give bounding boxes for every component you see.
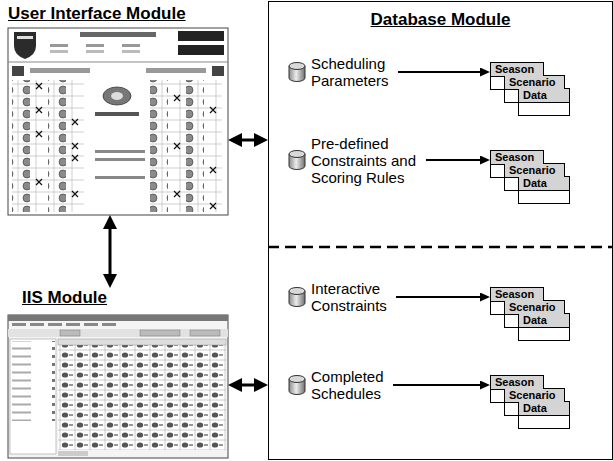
header-bar xyxy=(30,68,90,73)
table-window: Data xyxy=(518,313,570,341)
table-window: Data xyxy=(518,401,570,429)
data-store: Completed Schedules xyxy=(287,368,393,402)
ui-screenshot xyxy=(8,28,228,215)
league-shield xyxy=(14,32,36,59)
logo-column xyxy=(12,80,30,212)
connector-arrow xyxy=(396,296,480,298)
data-store: Scheduling Parameters xyxy=(287,55,398,89)
table-name: Scenario xyxy=(505,76,564,90)
header-bar xyxy=(122,50,140,53)
team-logo xyxy=(103,87,131,105)
x-marks xyxy=(36,83,216,209)
header-bar xyxy=(50,44,68,47)
screen-button xyxy=(178,31,224,41)
module-box: IIS Module xyxy=(8,288,228,458)
table-name: Season xyxy=(491,376,543,390)
connector-arrow xyxy=(393,384,480,386)
title-bar xyxy=(8,315,228,321)
data-store: Interactive Constraints xyxy=(287,280,396,314)
database-icon xyxy=(287,61,307,83)
panel-title: Database Module xyxy=(269,10,612,30)
database-icon xyxy=(287,374,307,396)
tree-panel xyxy=(10,339,56,454)
table-name: Data xyxy=(519,89,569,103)
table-name: Data xyxy=(519,177,569,191)
cylinder-top xyxy=(289,151,305,158)
logo-column xyxy=(48,80,66,212)
toolbar-box xyxy=(60,330,80,336)
header-bar xyxy=(95,176,145,179)
connector-arrow xyxy=(398,71,480,73)
menu-item xyxy=(30,323,44,326)
header-bar xyxy=(95,150,145,153)
database-panel: Database ModuleScheduling ParametersSeas… xyxy=(268,1,613,460)
module-box: User Interface Module xyxy=(8,4,228,215)
dashed-divider xyxy=(268,246,612,249)
store-label: Completed Schedules xyxy=(287,368,385,402)
screen-badge xyxy=(212,66,224,76)
schedule-grid xyxy=(58,339,226,450)
toolbar-box xyxy=(140,330,180,336)
menu-item xyxy=(66,323,80,326)
header-bar xyxy=(122,44,140,47)
separator xyxy=(8,62,228,63)
mark-column xyxy=(204,80,222,212)
header-bar xyxy=(86,50,104,53)
header-bar xyxy=(50,50,68,53)
header-bar xyxy=(80,32,156,37)
store-label: Interactive Constraints xyxy=(287,280,388,314)
tree-items xyxy=(12,341,56,421)
grid-header xyxy=(58,339,226,345)
table-name: Season xyxy=(491,288,543,302)
header-bar xyxy=(95,158,145,161)
screen-frame xyxy=(8,315,228,458)
mark-column xyxy=(30,80,48,212)
table-name: Scenario xyxy=(505,389,564,403)
menu-item xyxy=(84,323,98,326)
cylinder-top xyxy=(289,288,305,295)
team-logo xyxy=(111,92,123,100)
table-window: Data xyxy=(518,176,570,204)
table-name: Season xyxy=(491,151,543,165)
table-name: Scenario xyxy=(505,301,564,315)
header-bar xyxy=(95,112,139,116)
header-bar xyxy=(86,44,104,47)
iis-screenshot xyxy=(8,315,228,458)
menu-item xyxy=(12,323,26,326)
cylinder-top xyxy=(289,376,305,383)
connector-arrow xyxy=(109,229,112,274)
data-store: Pre-defined Constraints and Scoring Rule… xyxy=(287,135,426,186)
cylinder-top xyxy=(289,63,305,70)
module-title: IIS Module xyxy=(8,288,228,308)
menu-item xyxy=(48,323,62,326)
screen-frame xyxy=(8,28,228,215)
shield-stripe xyxy=(17,36,33,39)
table-window: Data xyxy=(518,88,570,116)
connector-arrow xyxy=(426,159,480,161)
toolbar-box xyxy=(190,330,220,336)
table-name: Data xyxy=(519,314,569,328)
store-label: Pre-defined Constraints and Scoring Rule… xyxy=(287,135,418,186)
database-icon xyxy=(287,286,307,308)
connector-arrow xyxy=(242,384,254,387)
header-bar xyxy=(146,68,206,73)
connector-arrow xyxy=(242,139,254,142)
menu-item xyxy=(102,323,116,326)
module-title: User Interface Module xyxy=(8,4,228,24)
toolbar xyxy=(8,329,228,337)
table-name: Season xyxy=(491,63,543,77)
table-name: Data xyxy=(519,402,569,416)
store-label: Scheduling Parameters xyxy=(287,55,390,89)
logo-column xyxy=(150,80,168,212)
table-name: Scenario xyxy=(505,164,564,178)
sheet-tab xyxy=(58,451,88,456)
screen-button xyxy=(178,45,224,55)
database-icon xyxy=(287,149,307,171)
screen-badge xyxy=(12,66,24,76)
logo-column xyxy=(186,80,204,212)
